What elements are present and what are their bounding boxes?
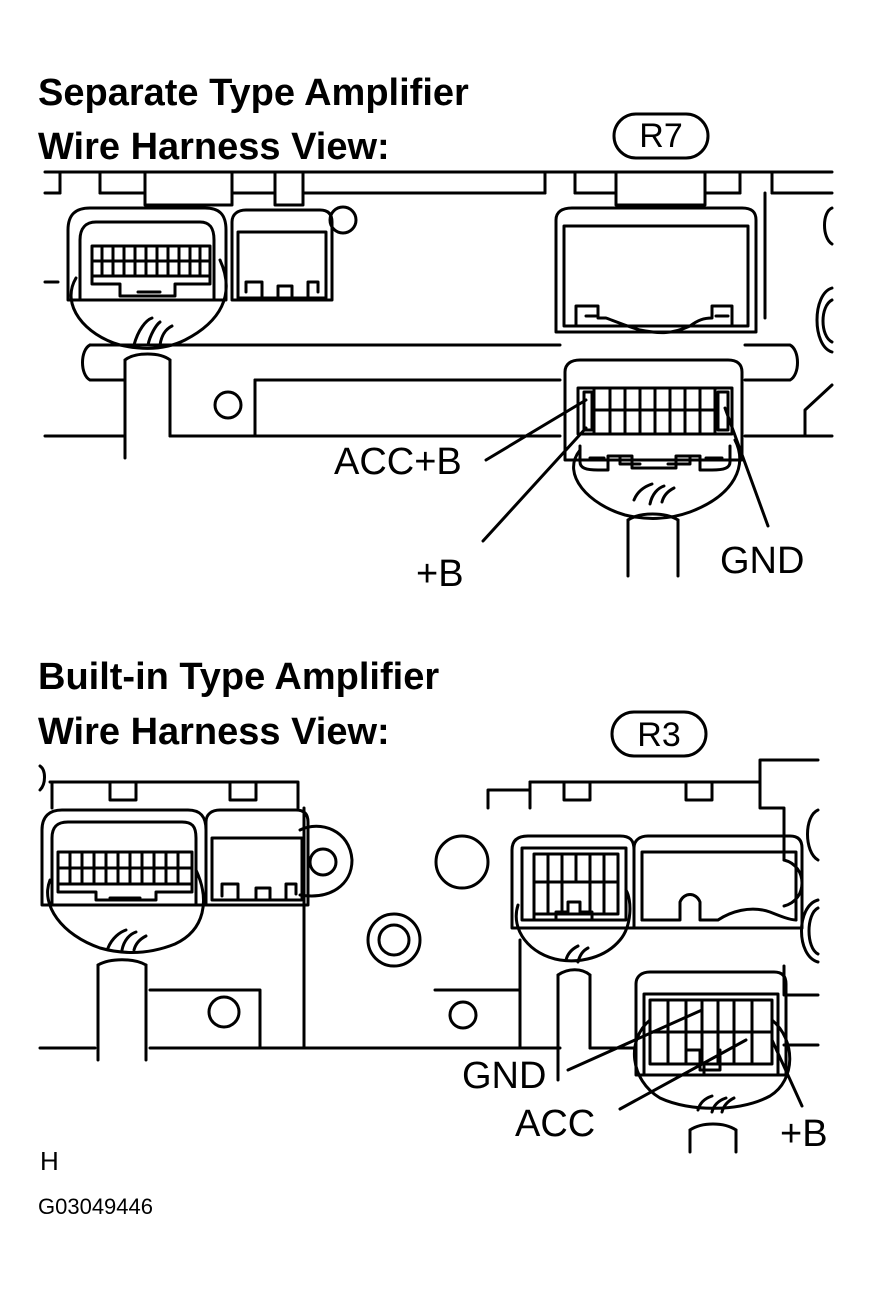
r3-connector (566, 970, 804, 1154)
r3-gnd-label: GND (462, 1055, 546, 1097)
section1-small-socket (230, 208, 334, 302)
r3-code-label: R3 (637, 716, 680, 754)
r7-b-label: +B (416, 553, 464, 595)
r3-badge: R3 (610, 710, 708, 758)
section1-title-line1: Separate Type Amplifier (38, 72, 469, 114)
section2-mid-connector (510, 834, 636, 1082)
section1-title-line2: Wire Harness View: (38, 126, 390, 168)
section2-unit (38, 758, 820, 1050)
r7-code-label: R7 (639, 117, 682, 155)
r7-badge: R7 (612, 112, 710, 160)
r3-b-label: +B (780, 1113, 828, 1155)
section2-title-line1: Built-in Type Amplifier (38, 656, 440, 698)
footer-mark: H (40, 1146, 59, 1176)
section1-top-right-connector (554, 206, 758, 335)
r7-gnd-label: GND (720, 540, 804, 582)
section2-left-connector (40, 808, 208, 1062)
section1-left-connector (66, 206, 228, 460)
figure-code: G03049446 (38, 1194, 153, 1219)
r7-connector (481, 358, 770, 578)
r3-acc-label: ACC (515, 1103, 595, 1145)
section1-unit (43, 170, 834, 438)
section2-small-socket (204, 808, 310, 907)
section2-right-connector (632, 834, 804, 930)
section2-title-line2: Wire Harness View: (38, 711, 390, 753)
r7-acc-b-label: ACC+B (334, 441, 462, 483)
